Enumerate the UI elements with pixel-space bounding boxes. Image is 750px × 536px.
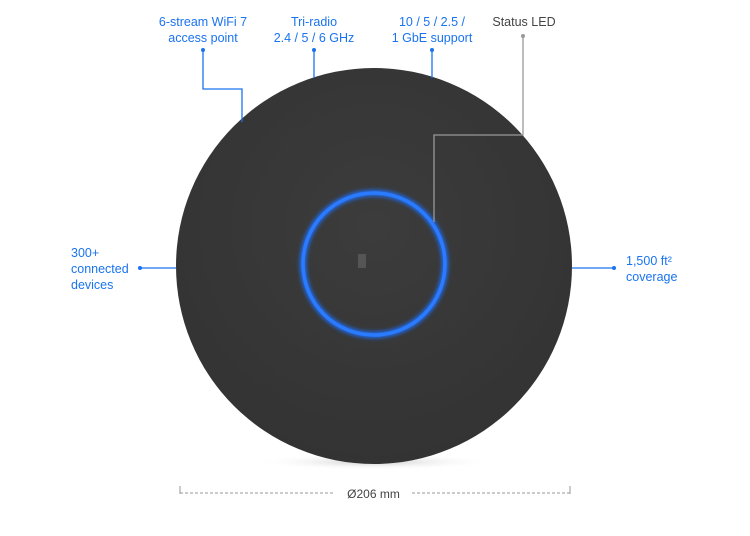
wifi-leader bbox=[202, 50, 243, 122]
ubiquiti-logo bbox=[358, 254, 366, 268]
dimension-line bbox=[179, 486, 571, 494]
callout-ethernet: 10 / 5 / 2.5 /1 GbE support bbox=[391, 15, 473, 45]
led-leader bbox=[433, 36, 524, 222]
access-point-body bbox=[176, 68, 572, 464]
callout-status-led: Status LED bbox=[492, 15, 556, 29]
led-ring bbox=[301, 191, 447, 337]
dimension-label: Ø206 mm bbox=[347, 487, 400, 501]
